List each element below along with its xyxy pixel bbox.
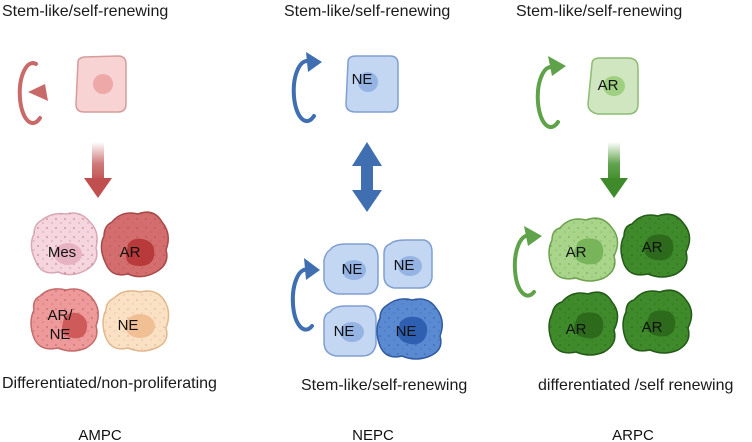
ampc-bottom-label: Differentiated/non-proliferating: [2, 375, 217, 392]
nepc-cell-2: NE: [383, 239, 433, 289]
ampc-self-renew-arrow: [17, 61, 48, 126]
ampc-cell-mes-label: Mes: [48, 244, 76, 261]
arpc-down-arrow: [600, 142, 628, 198]
arpc-cell-1: AR: [548, 217, 619, 282]
nepc-cell-4: NE: [376, 298, 443, 360]
nepc-top-label: Stem-like/self-renewing: [284, 3, 450, 20]
nepc-cell-2-label: NE: [394, 257, 415, 274]
arpc-cell-2-label: AR: [642, 239, 663, 256]
arpc-cluster-self-renew-arrow: [512, 226, 542, 298]
nepc-bottom-label: Stem-like/self-renewing: [301, 377, 467, 394]
ampc-cell-ar-ne-label-line2: NE: [50, 326, 71, 343]
nepc-cluster-self-renew-arrow: [290, 258, 320, 332]
nepc-cell-3: NE: [323, 305, 377, 357]
arpc-column-label: ARPC: [612, 427, 654, 442]
nepc-bidirectional-arrow: [352, 142, 382, 212]
arpc-cell-4: AR: [622, 289, 693, 354]
ampc-cell-ne: NE: [102, 290, 170, 352]
ampc-cell-ar-ne-label-line1: AR/: [47, 307, 73, 324]
arpc-top-label: Stem-like/self-renewing: [516, 3, 682, 20]
arpc-cell-3: AR: [548, 291, 619, 356]
arpc-cell-1-label: AR: [566, 244, 587, 261]
arpc-cell-4-label: AR: [642, 319, 663, 336]
nepc-column-label: NEPC: [352, 427, 394, 442]
arpc-bottom-label: differentiated /self renewing: [538, 377, 733, 394]
ampc-cell-ar-label: AR: [120, 244, 141, 261]
nepc-stem-cell-label: NE: [352, 71, 373, 88]
nepc-cell-4-label: NE: [396, 323, 417, 340]
ampc-top-label: Stem-like/self-renewing: [2, 3, 168, 20]
arpc-cell-2: AR: [620, 213, 691, 278]
ampc-column-label: AMPC: [78, 427, 122, 442]
ampc-stem-cell: [75, 55, 127, 113]
ampc-cell-mes: Mes: [30, 212, 98, 276]
arpc-self-renew-arrow: [535, 56, 566, 130]
arpc-cell-3-label: AR: [566, 321, 587, 338]
ampc-down-arrow: [84, 142, 112, 198]
nepc-cell-1-label: NE: [342, 261, 363, 278]
arpc-stem-cell-label: AR: [598, 77, 619, 94]
nepc-cell-3-label: NE: [334, 323, 355, 340]
nepc-cell-1: NE: [323, 243, 379, 295]
ampc-cell-ar-ne: AR/ NE: [30, 288, 99, 352]
arpc-stem-cell: AR: [587, 57, 639, 115]
ampc-cell-ar: AR: [100, 211, 169, 278]
ampc-cell-ne-label: NE: [118, 317, 139, 334]
nepc-stem-cell: NE: [345, 55, 399, 113]
nepc-self-renew-arrow: [291, 52, 322, 124]
